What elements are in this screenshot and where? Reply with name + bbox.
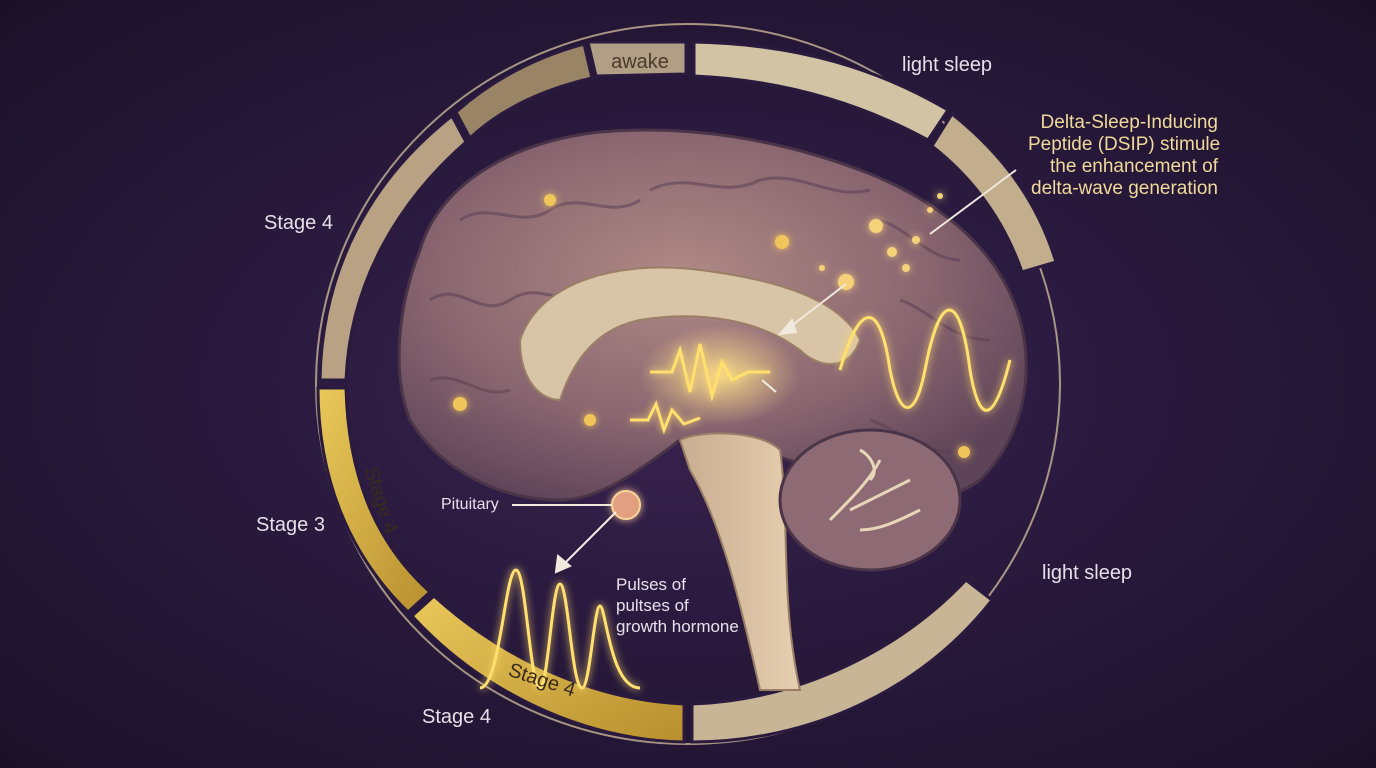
arrows [512,169,1017,574]
label-stage4-bottom: Stage 4 [422,706,491,728]
segment-stage4-left [316,386,433,615]
corpus-callosum [518,266,862,402]
dsip-particle [869,219,883,233]
dsip-particle [927,207,933,213]
neuron [775,235,789,249]
neuron [453,397,467,411]
outer-ring [315,23,1061,745]
segment-label-awake: awake [611,51,669,73]
label-light-sleep-right: light sleep [1042,562,1133,584]
dsip-arrow [929,169,1017,235]
segment-upper-right [930,111,1058,274]
dsip-particle [937,193,943,199]
segment-top-left-b [318,113,468,382]
lower-wave [630,399,701,435]
dsip-callout: Delta-Sleep-Inducing Peptide (DSIP) stim… [1028,112,1221,200]
dsip-particle [912,236,920,244]
gh-line: growth hormone [616,617,739,636]
dsip-particle [819,265,825,271]
neurons [453,194,970,458]
dsip-line: delta-wave generation [1031,178,1218,199]
pituitary-arrow [561,511,617,567]
thalamus-glow [640,325,800,425]
dsip-line: the enhancement of [1050,156,1218,177]
segment-awake [586,40,688,78]
brainstem [678,432,802,691]
segment-top-left-a [454,42,594,141]
arbor-vitae [828,448,921,532]
growth-hormone-pulses [479,568,641,690]
brain-illustration [397,128,1028,691]
pituitary-label: Pituitary [441,496,499,513]
dsip-to-center-arrow [785,283,847,331]
central-wave [650,343,770,402]
center-arrow [761,379,777,393]
dsip-particle [887,247,897,257]
label-stage3-left: Stage 3 [256,514,325,536]
dsip-line: Peptide (DSIP) stimule [1028,134,1221,155]
right-delta-wave [838,308,1012,412]
segment-light-sleep-top [692,40,951,142]
dsip-line: Delta-Sleep-Inducing [1040,112,1218,133]
gh-line: pultses of [616,596,689,615]
dsip-particles [819,193,943,290]
gh-line: Pulses of [616,575,686,594]
label-stage4-left: Stage 4 [264,212,333,234]
neuron [584,414,596,426]
sleep-cycle-ring [316,40,1058,744]
dsip-particle [902,264,910,272]
growth-hormone-callout: Pulses of pultses of growth hormone [616,574,739,637]
neuron [958,446,970,458]
label-light-sleep-top: light sleep [902,54,993,76]
delta-waves [479,308,1012,690]
neuron [544,194,556,206]
pituitary-gland [611,490,641,520]
